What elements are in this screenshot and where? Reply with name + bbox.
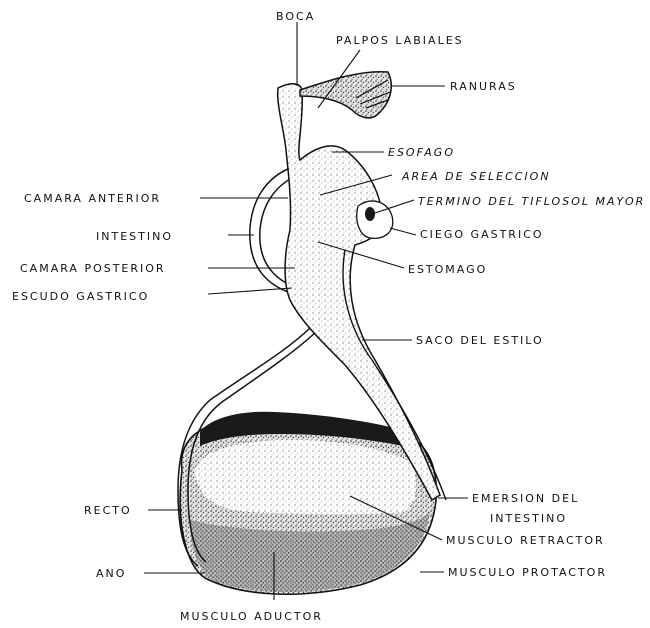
leader-ciego <box>390 228 416 235</box>
label-estomago: ESTOMAGO <box>408 263 487 276</box>
label-ciego-gastrico: CIEGO GASTRICO <box>420 228 544 241</box>
label-emersion-2: INTESTINO <box>490 512 567 525</box>
label-camara-posterior: CAMARA POSTERIOR <box>20 262 166 275</box>
label-esofago: ESOFAGO <box>388 146 455 159</box>
label-ranuras: RANURAS <box>450 80 517 93</box>
label-escudo-gastrico: ESCUDO GASTRICO <box>12 290 149 303</box>
label-saco-estilo: SACO DEL ESTILO <box>416 334 544 347</box>
label-musculo-retractor: MUSCULO RETRACTOR <box>446 534 605 547</box>
leader-escudo <box>208 288 292 294</box>
label-intestino: INTESTINO <box>96 230 173 243</box>
label-recto: RECTO <box>84 504 132 517</box>
label-camara-anterior: CAMARA ANTERIOR <box>24 192 161 205</box>
palpos-labiales-shape <box>300 72 391 118</box>
label-emersion-1: EMERSION DEL <box>472 492 579 505</box>
label-ano: ANO <box>96 567 126 580</box>
label-boca: BOCA <box>276 10 315 23</box>
label-palpos-labiales: PALPOS LABIALES <box>336 34 464 47</box>
label-termino-tiflosol: TERMINO DEL TIFLOSOL MAYOR <box>418 195 645 208</box>
label-area-seleccion: AREA DE SELECCION <box>401 170 551 183</box>
label-musculo-aductor: MUSCULO ADUCTOR <box>180 610 323 623</box>
label-musculo-protactor: MUSCULO PROTACTOR <box>448 566 607 579</box>
ciego-gastrico-shape <box>357 201 393 238</box>
